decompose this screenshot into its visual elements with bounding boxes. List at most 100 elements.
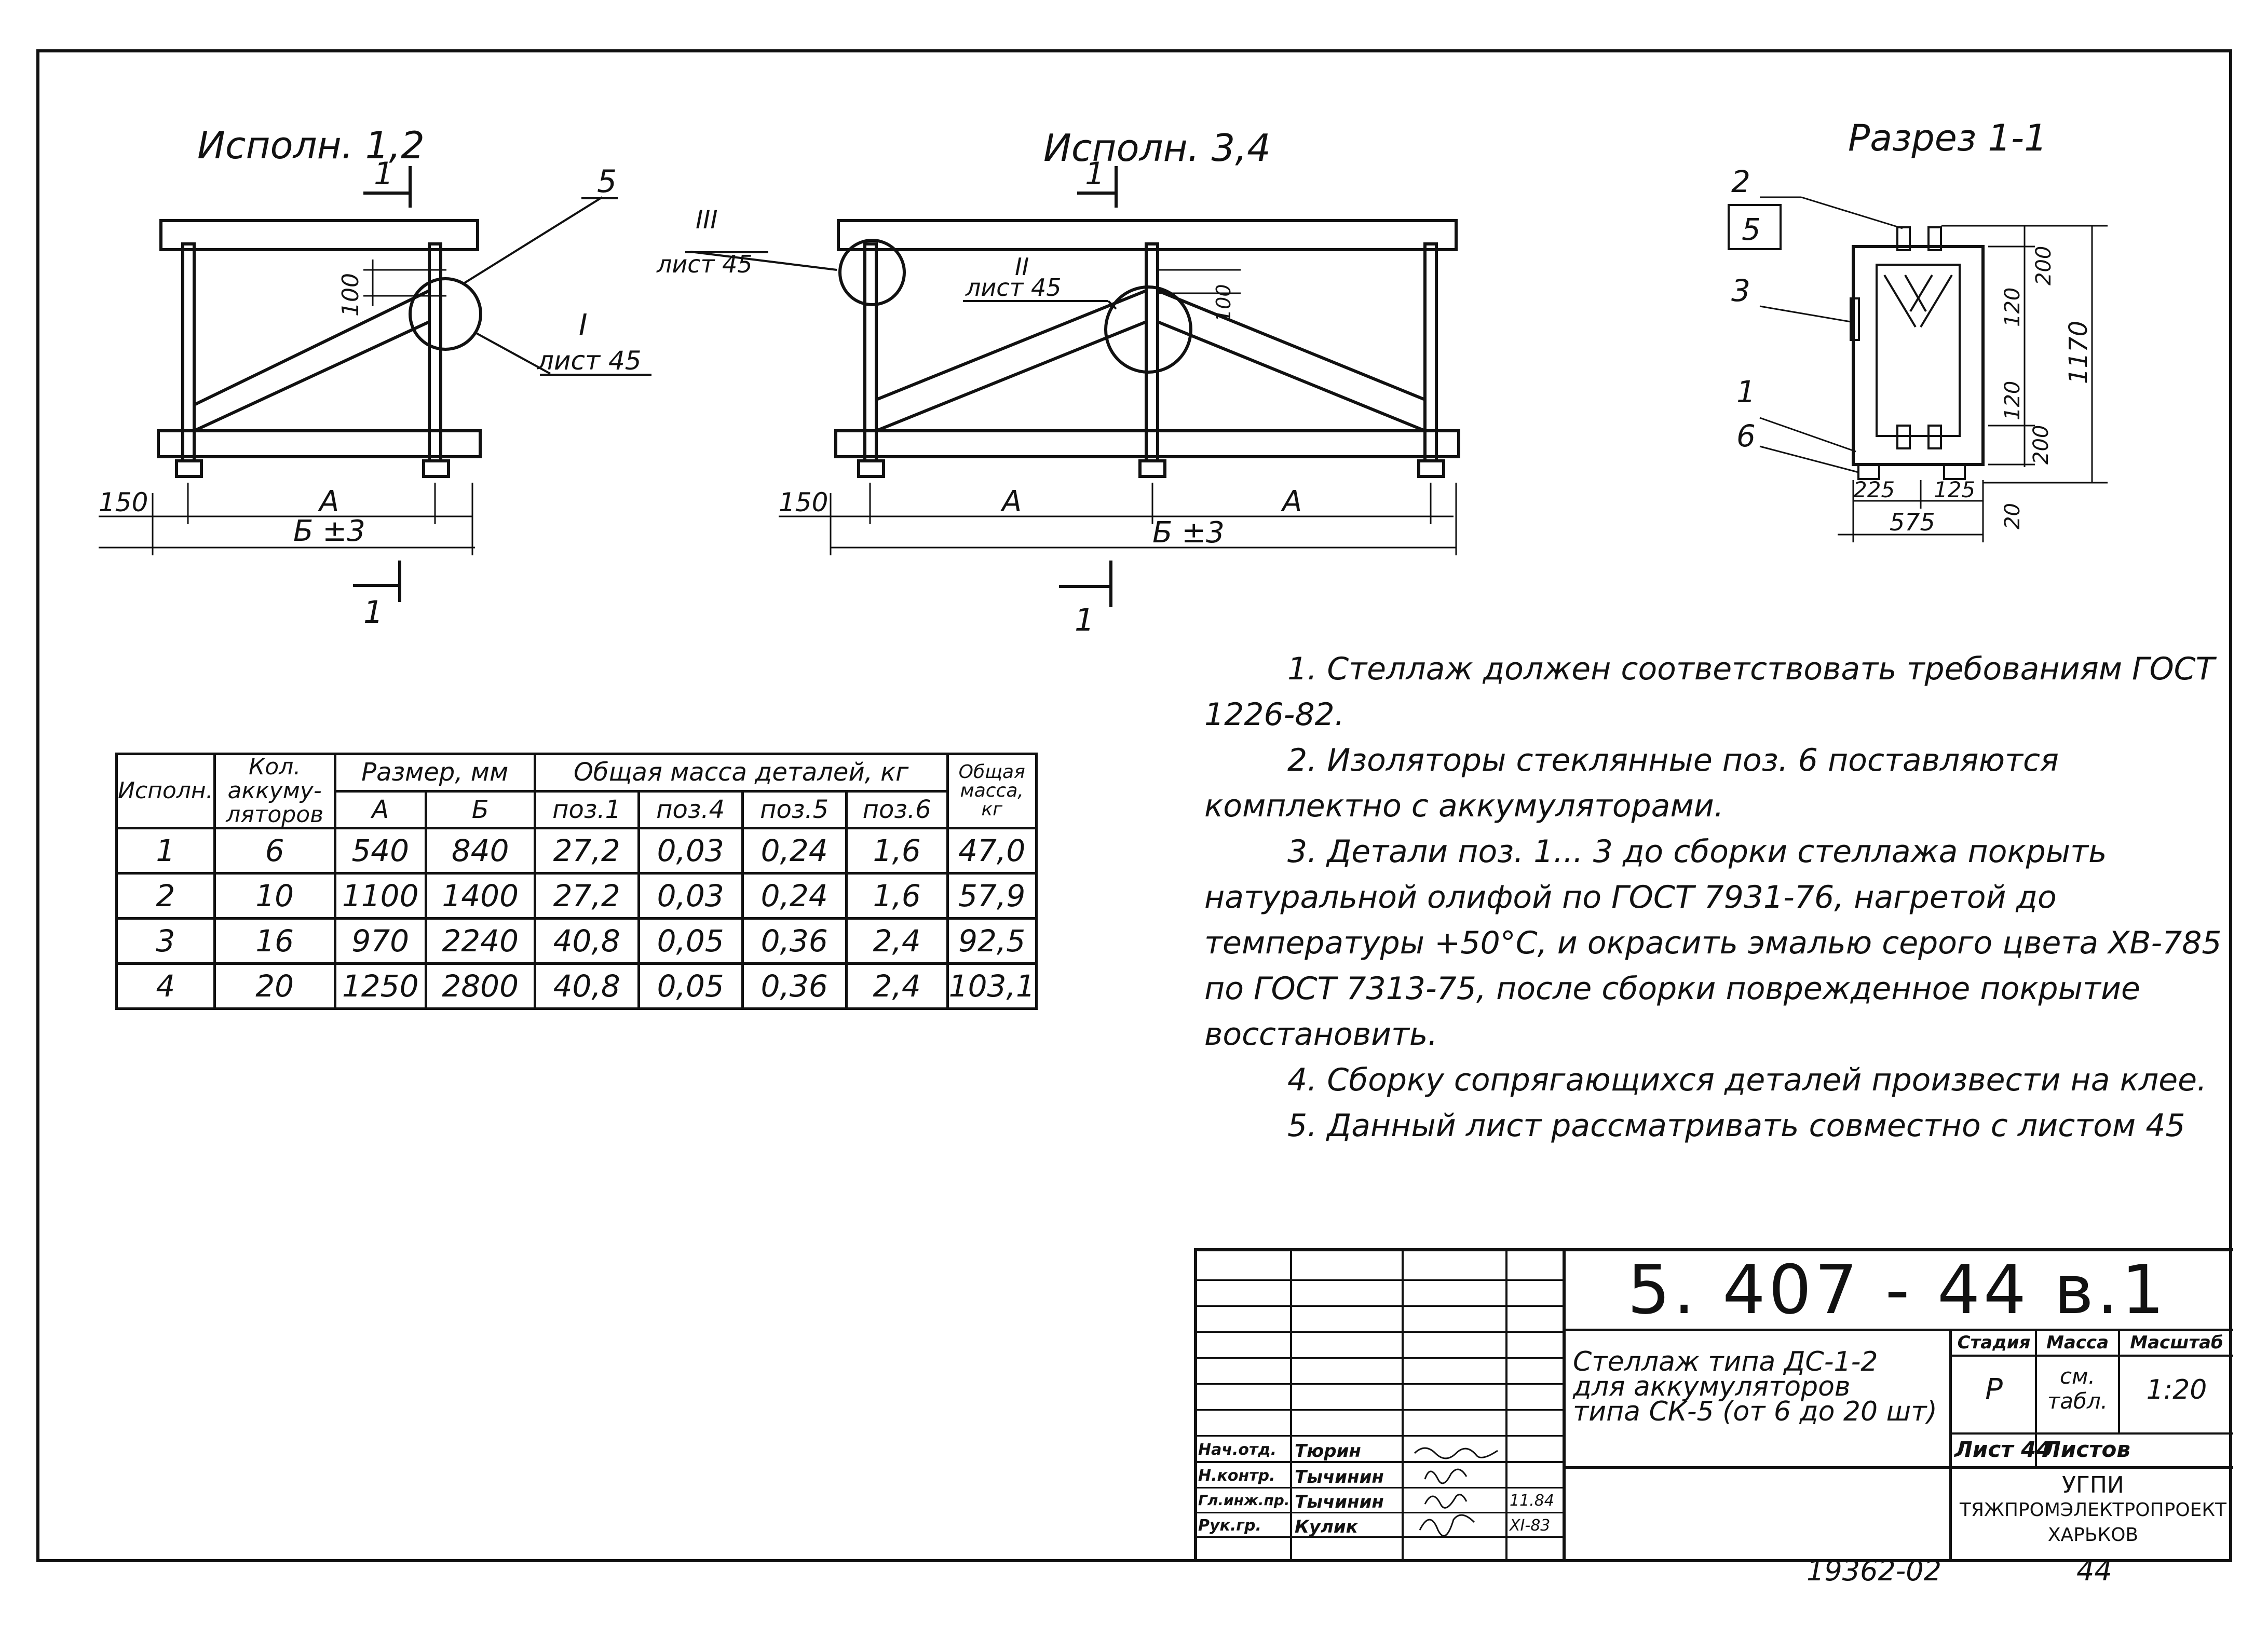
cell: 47,0 (946, 827, 1038, 875)
th-kol: Кол. аккуму-ляторов (213, 753, 336, 829)
v34-dim-100: 100 (1212, 284, 1235, 322)
th-razmer: Размер, мм (333, 753, 536, 793)
v12-pos5: 5 (597, 163, 617, 200)
sec-pos3: 3 (1731, 273, 1750, 308)
v34-dim-A1: А (1000, 485, 1022, 518)
signer-name: Тычинин (1295, 1467, 1384, 1487)
section-11 (1728, 196, 2108, 542)
v12-dim-A: А (318, 485, 339, 518)
v12-dim-150: 150 (99, 487, 148, 517)
cell: 1,6 (845, 827, 949, 875)
v34-detail-III: III (696, 206, 717, 235)
cell: 0,03 (637, 827, 744, 875)
signatures (1414, 1447, 1498, 1537)
cell: 540 (333, 827, 427, 875)
organization-l3: ХАРЬКОВ (2047, 1524, 2139, 1546)
v34-dim-150: 150 (779, 487, 828, 517)
notes-block: 1. Стеллаж должен соответствовать требов… (1204, 646, 2222, 1149)
signer-name: Тюрин (1295, 1441, 1361, 1462)
v12-dim-100: 100 (337, 273, 364, 317)
v12-section-mark-top: 1 (374, 156, 393, 192)
cell: 970 (333, 917, 427, 965)
v34-dim-B: Б ±3 (1152, 516, 1225, 550)
drawing-frame (36, 49, 2232, 1562)
th-total: Общая масса, кг (946, 753, 1038, 829)
drawing-title-l3: типа СК-5 (от 6 до 20 шт) (1573, 1396, 1937, 1427)
cell: 16 (213, 917, 336, 965)
view-34-rack (685, 166, 1460, 607)
cell: 103,1 (946, 962, 1038, 1010)
cell: 27,2 (533, 872, 640, 920)
th-massa: Общая масса деталей, кг (533, 753, 949, 793)
stadia-value: Р (1985, 1373, 2003, 1406)
massa-value-l1: см. (2059, 1363, 2096, 1389)
cell: 0,36 (741, 917, 848, 965)
sec-dim-125: 125 (1934, 477, 1975, 502)
cell: 0,05 (637, 917, 744, 965)
organization: УГПИ ТЯЖПРОМЭЛЕКТРОПРОЕКТ ХАРЬКОВ (1953, 1473, 2233, 1548)
signer-date: 11.84 (1510, 1492, 1554, 1510)
massa-value: см. табл. (2037, 1364, 2118, 1414)
view-34-title: Исполн. 3,4 (1043, 126, 1271, 170)
cell: 1,6 (845, 872, 949, 920)
v34-dim-A2: А (1281, 485, 1302, 518)
signer-role: Нач.отд. (1198, 1441, 1276, 1459)
sec-dim-200a: 200 (2032, 246, 2056, 285)
sec-dim-120a: 120 (2001, 288, 2025, 327)
cell: 57,9 (946, 872, 1038, 920)
organization-l2: ТЯЖПРОМЭЛЕКТРОПРОЕКТ (1960, 1499, 2226, 1521)
footer-sheet-number: 44 (2076, 1554, 2112, 1587)
v34-section-mark-bottom: 1 (1075, 602, 1094, 638)
section-title: Разрез 1-1 (1848, 117, 2047, 159)
cell: 0,24 (741, 827, 848, 875)
organization-l1: УГПИ (2062, 1472, 2124, 1498)
v12-section-mark-bottom: 1 (363, 594, 383, 631)
cell: 840 (424, 827, 536, 875)
drawing-title-l2: для аккумуляторов (1573, 1371, 1851, 1402)
th-B: Б (424, 789, 536, 829)
note-3: 3. Детали поз. 1... 3 до сборки стеллажа… (1204, 834, 2222, 1053)
signer-date: XI-83 (1510, 1517, 1551, 1535)
cell: 3 (115, 917, 216, 965)
sec-dim-200b: 200 (2029, 425, 2053, 465)
masshtab-header: Масштаб (2130, 1332, 2223, 1353)
note-1: 1. Стеллаж должен соответствовать требов… (1204, 651, 2215, 733)
v12-detail-I-sheet: лист 45 (537, 346, 642, 376)
cell: 2800 (424, 962, 536, 1010)
note-5: 5. Данный лист рассматривать совместно с… (1287, 1108, 2185, 1144)
sec-pos2: 2 (1731, 164, 1750, 199)
inventory-number: 19362-02 (1807, 1554, 1941, 1587)
variants-table: Исполн. Кол. аккуму-ляторов Размер, мм О… (115, 753, 1038, 1010)
sec-dim-20: 20 (2001, 503, 2025, 529)
sec-dim-575: 575 (1890, 508, 1935, 536)
cell: 1100 (333, 872, 427, 920)
th-p4: поз.4 (637, 789, 744, 829)
th-p5: поз.5 (741, 789, 848, 829)
signer-role: Рук.гр. (1198, 1517, 1261, 1535)
cell: 2 (115, 872, 216, 920)
signature-2 (1424, 1468, 1468, 1484)
v34-section-mark-top: 1 (1085, 156, 1105, 192)
v12-dim-B: Б ±3 (293, 514, 365, 548)
sheets-total: Листов (2043, 1437, 2130, 1462)
cell: 27,2 (533, 827, 640, 875)
cell: 10 (213, 872, 336, 920)
th-p1: поз.1 (533, 789, 640, 829)
th-ispoln: Исполн. (115, 753, 216, 829)
v34-detail-II-sheet: лист 45 (965, 274, 1062, 302)
view-12-title: Исполн. 1,2 (197, 124, 425, 167)
th-p6: поз.6 (845, 789, 949, 829)
sheet-number: Лист 44 (1954, 1437, 2052, 1462)
cell: 40,8 (533, 917, 640, 965)
signer-name: Тычинин (1295, 1492, 1384, 1512)
sec-pos1: 1 (1736, 374, 1756, 409)
th-A: А (333, 789, 427, 829)
cell: 2,4 (845, 962, 949, 1010)
signer-name: Кулик (1295, 1517, 1358, 1537)
sec-pos5: 5 (1742, 212, 1761, 247)
cell: 6 (213, 827, 336, 875)
